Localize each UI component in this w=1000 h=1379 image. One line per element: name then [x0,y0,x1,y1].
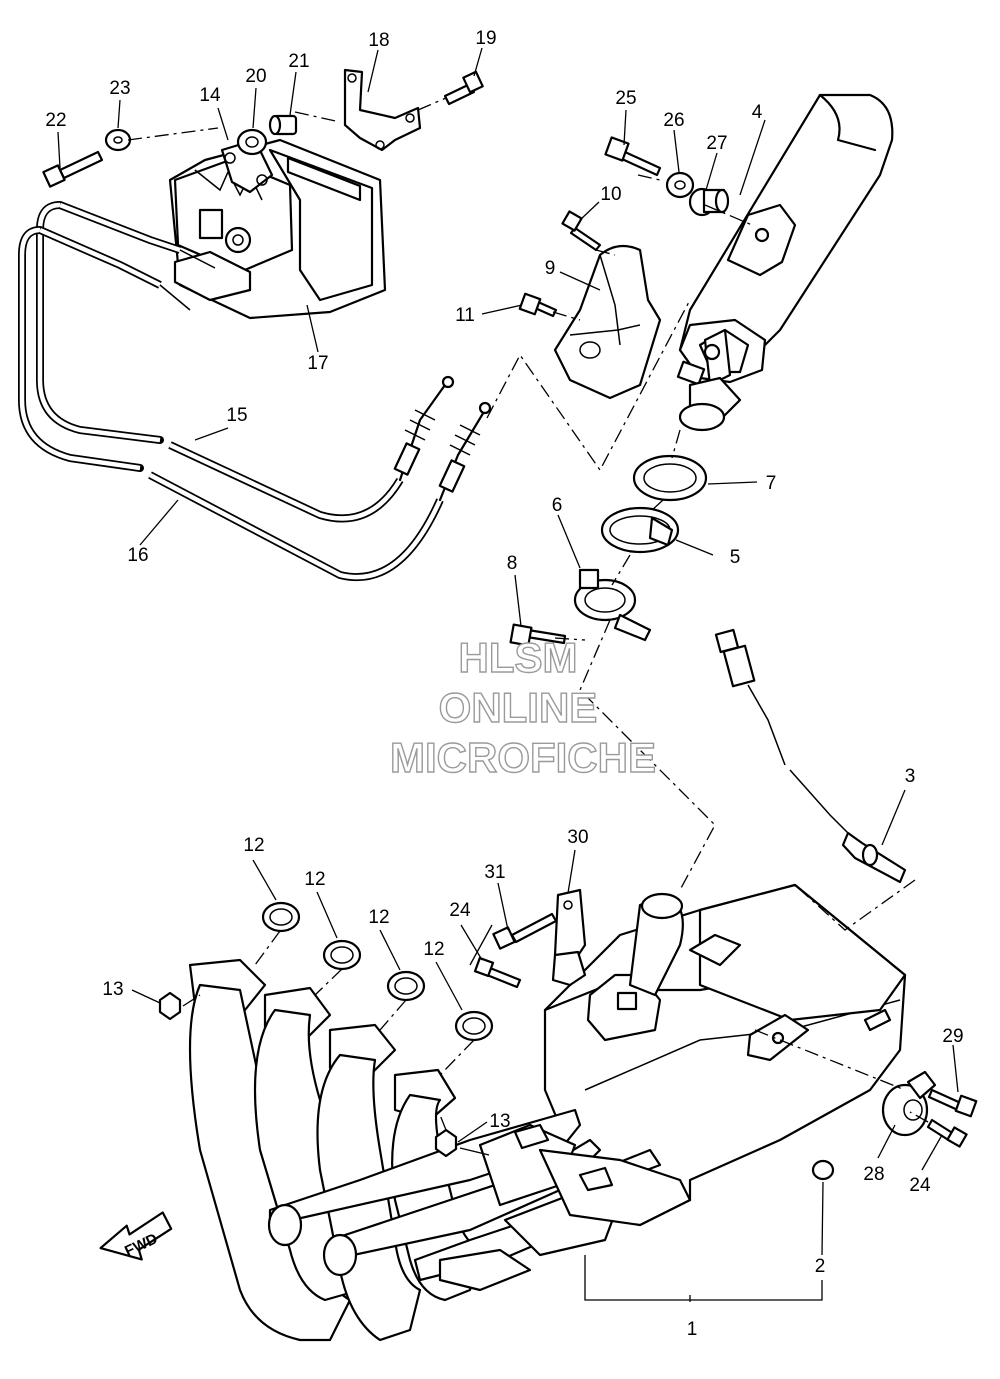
callout-20: 20 [245,66,266,87]
callout-12-b: 12 [304,869,325,890]
bolt-10 [561,210,602,252]
callout-12-a: 12 [243,835,264,856]
callout-23: 23 [109,78,130,99]
callout-29: 29 [942,1026,963,1047]
washer-23 [104,128,132,152]
callout-13-a: 13 [102,979,123,1000]
callout-25: 25 [615,88,636,109]
callout-14: 14 [199,85,221,106]
watermark-line-1: HLSM [459,634,578,681]
gasket-12-a [261,901,301,933]
exhaust-header-pipes [188,958,692,1342]
callout-13-b: 13 [489,1111,510,1132]
bolt-29 [927,1088,978,1118]
bracket-30 [553,888,587,962]
muffler-body-1 [543,883,907,1227]
callout-28: 28 [863,1164,884,1185]
washer-26 [665,171,695,199]
callout-10: 10 [600,184,621,205]
callout-8: 8 [507,553,518,574]
callout-18: 18 [368,30,389,51]
callout-11: 11 [455,305,475,326]
gasket-12-b [322,939,362,971]
callout-15: 15 [226,405,247,426]
grommet-20 [236,128,268,156]
cable-assembly [18,201,492,582]
callout-24-a: 24 [449,900,471,921]
callout-2: 2 [815,1256,826,1277]
bolt-8 [509,623,567,647]
callout-12-d: 12 [423,939,444,960]
bolt-11 [518,292,558,318]
callout-24-b: 24 [909,1175,931,1196]
clamp-6 [573,568,652,642]
callout-1: 1 [687,1319,698,1340]
nut-13-b [434,1128,458,1158]
callout-22: 22 [45,110,66,131]
sensor-3 [714,628,907,884]
callout-27: 27 [706,133,727,154]
callout-7: 7 [766,473,777,494]
callout-5: 5 [730,547,741,568]
gasket-12-c [386,970,426,1002]
callout-6: 6 [552,495,563,516]
watermark: HLSM ONLINE MICROFICHE [389,633,656,781]
fwd-arrow-icon: FWD [99,1211,173,1261]
bolt-24-lower [926,1118,968,1148]
callout-3: 3 [905,766,916,787]
damper-28 [881,1070,937,1137]
muffler-4 [676,93,894,432]
callout-31: 31 [484,862,505,883]
bolt-25 [604,136,662,177]
clamp-5 [600,506,680,554]
gasket-12-d [454,1010,494,1042]
gasket-7 [632,454,708,502]
callout-17: 17 [307,353,328,374]
nut-13-a [158,991,182,1021]
callout-12-c: 12 [368,907,389,928]
collar-27 [688,187,730,217]
damper-30 [551,950,587,987]
callout-labels: 1 2 3 4 5 6 7 8 9 10 11 12 12 12 12 13 1… [45,28,963,1340]
servo-motor-assembly [168,138,387,320]
callout-16: 16 [127,545,148,566]
cap-2 [811,1159,835,1181]
callout-21: 21 [288,51,309,72]
bracket-18 [343,68,422,152]
bolt-24-upper [473,956,522,989]
callout-9: 9 [545,258,556,279]
cover-9 [553,244,662,400]
bolt-31 [492,912,558,950]
watermark-line-3: MICROFICHE [390,734,656,781]
callout-19: 19 [475,28,496,49]
callout-30: 30 [567,827,588,848]
watermark-line-2: ONLINE [439,684,598,731]
bolt-19 [443,70,484,106]
bolt-22 [42,150,104,188]
leader-lines [57,47,959,1302]
callout-4: 4 [752,102,763,123]
callout-26: 26 [663,110,684,131]
collar-21 [268,114,298,136]
